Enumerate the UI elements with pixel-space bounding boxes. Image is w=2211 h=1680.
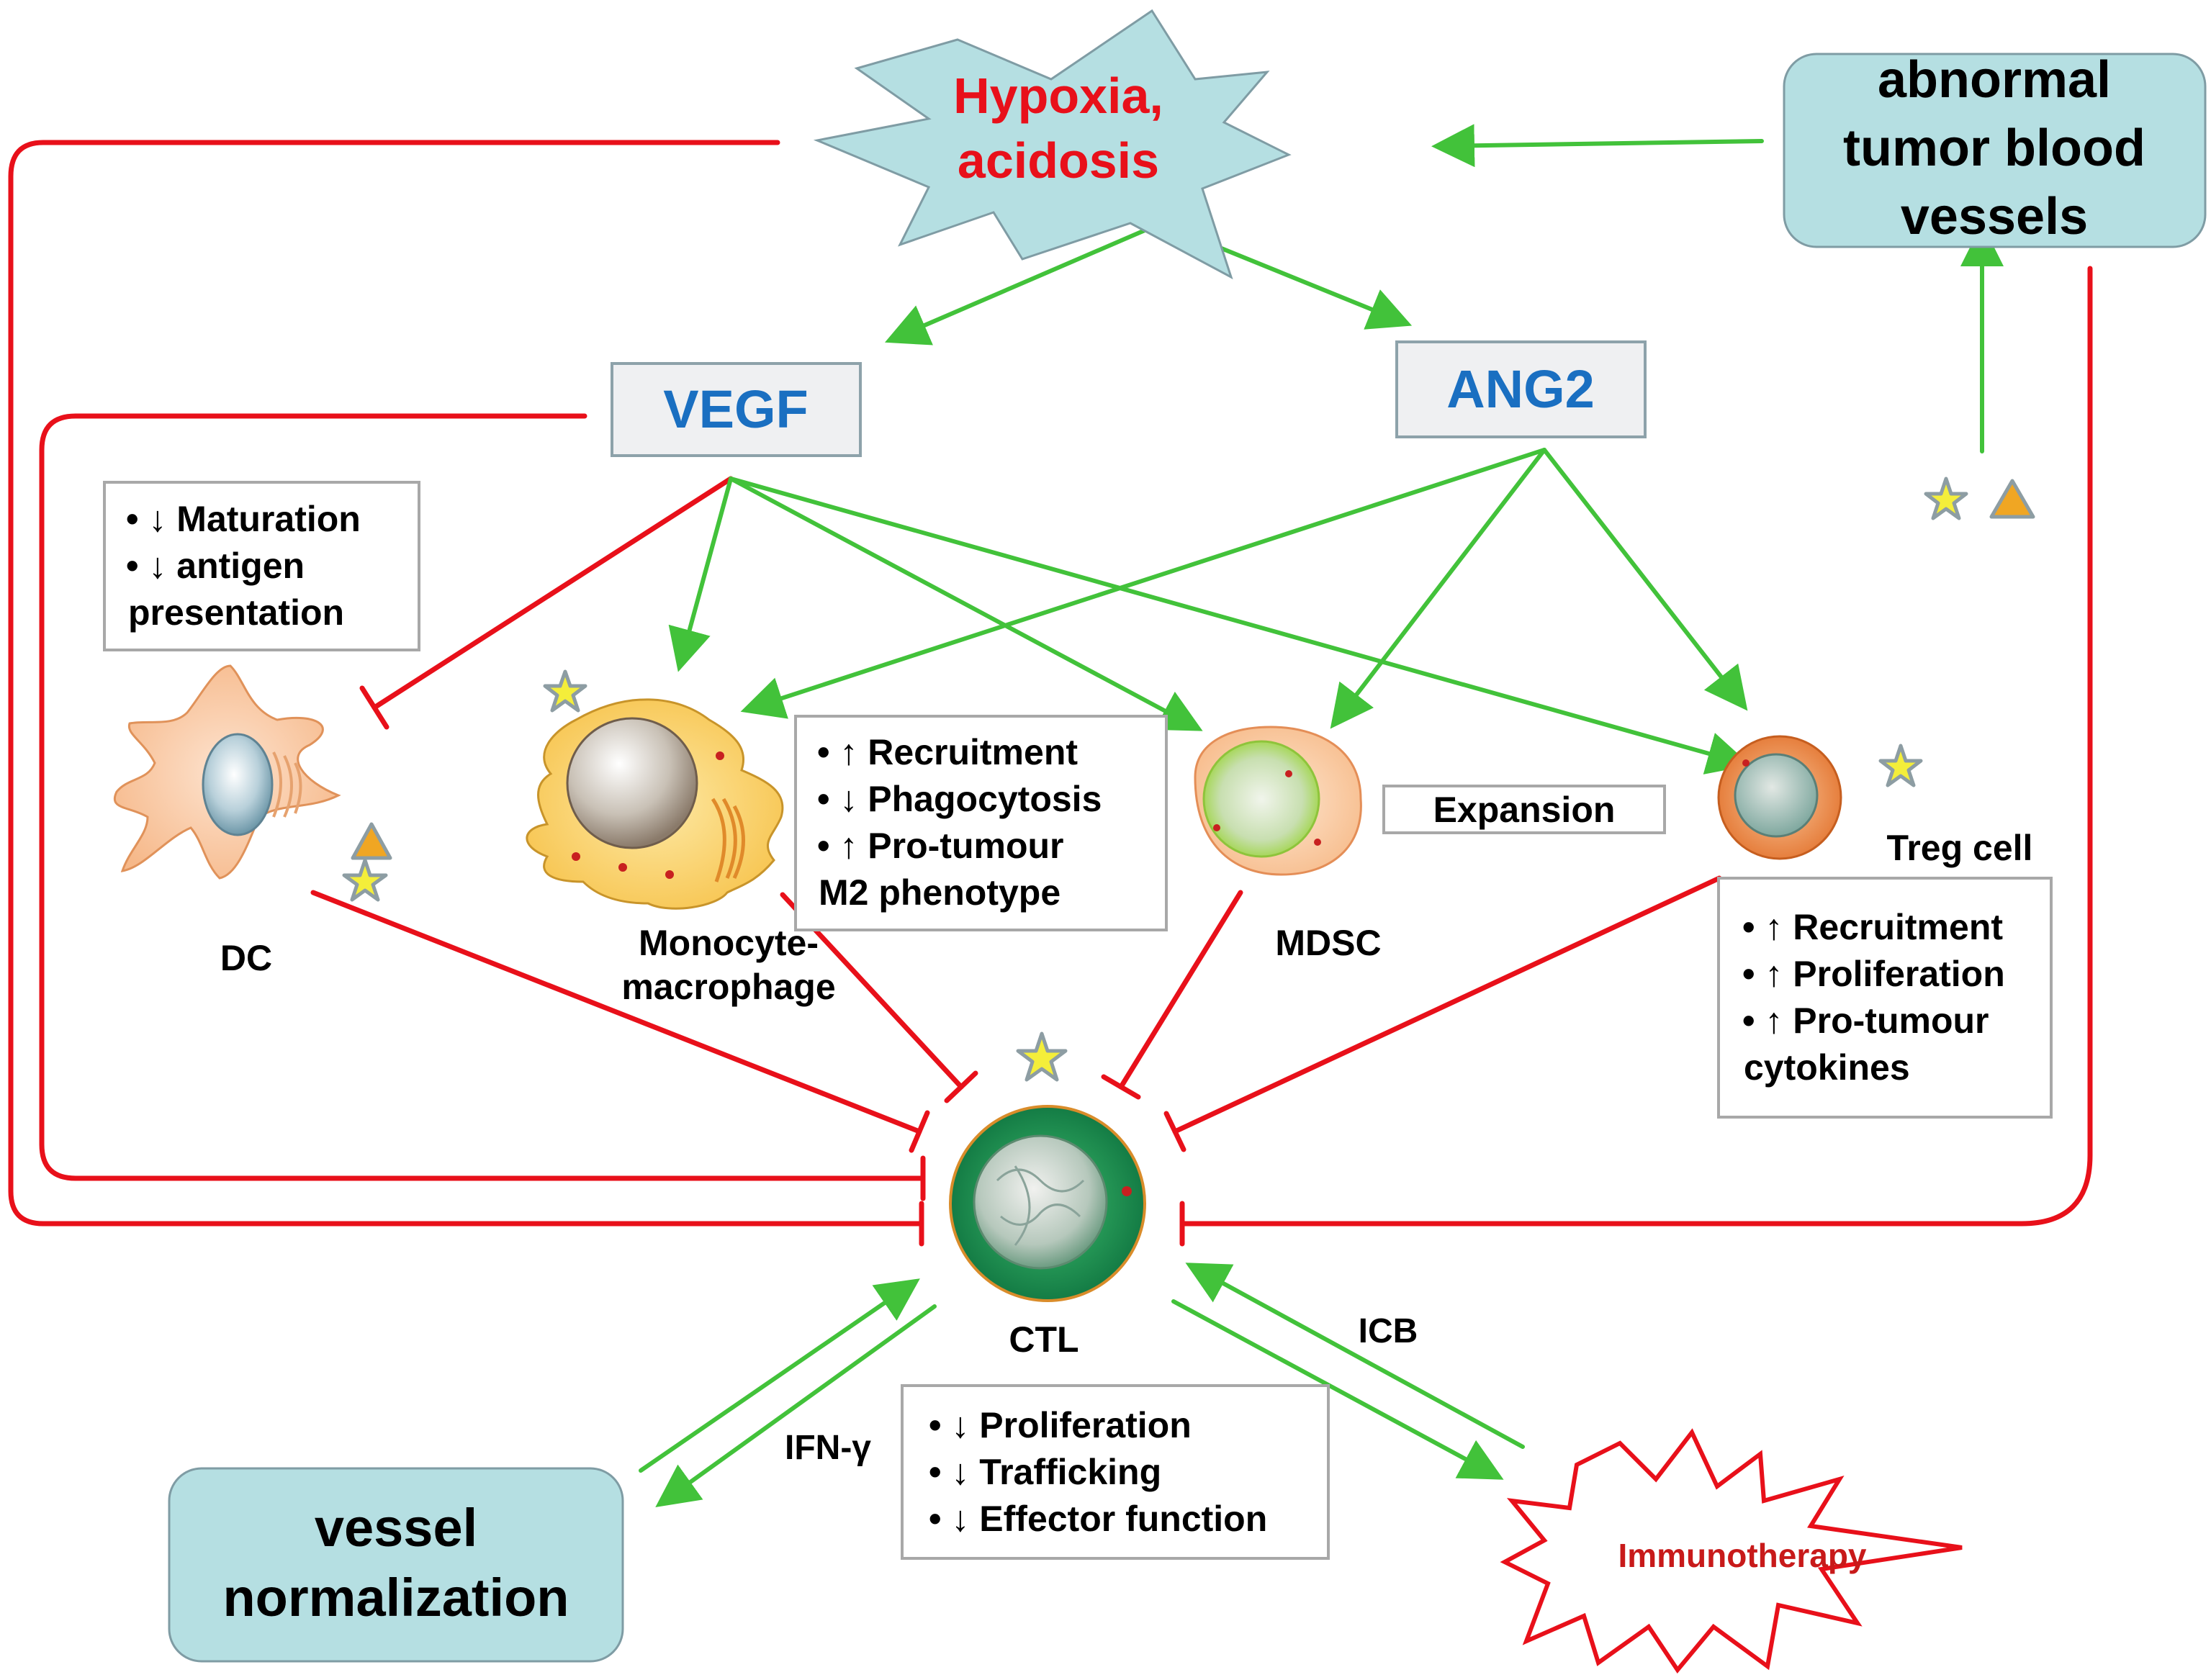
treg-effect-2: • ↑ Proliferation xyxy=(1742,954,2005,994)
ctl-nucleus xyxy=(973,1134,1108,1270)
arrow-immuno-ctl xyxy=(1185,1263,1525,1449)
arrow-ang2-mdsc xyxy=(1330,448,1546,729)
star-icon-dc xyxy=(342,858,388,902)
inhibit-mdsc-ctl-bar xyxy=(1101,1074,1141,1100)
inhibit-vegf-ctl xyxy=(39,413,926,1181)
abnormal-line1: abnormal xyxy=(1878,51,2111,109)
arrow-vegf-mdsc xyxy=(729,477,1203,731)
mono-effect-4: M2 phenotype xyxy=(819,872,1061,913)
vessel-line1: vessel xyxy=(315,1498,477,1558)
vessel-normalization-box xyxy=(168,1467,624,1663)
mdsc-effect: Expansion xyxy=(1433,790,1616,830)
monocyte-label-2: macrophage xyxy=(621,967,835,1007)
arrow-vessel-ctl xyxy=(639,1278,920,1473)
dc-organelle xyxy=(272,751,302,818)
monocyte-organelle xyxy=(711,798,745,882)
immunotherapy-starburst-shape xyxy=(1500,1428,1963,1674)
arrow-vegf-mono xyxy=(668,477,733,672)
dc-effect-2: • ↓ antigen xyxy=(126,546,305,586)
inhibit-mdsc-ctl xyxy=(1118,890,1243,1090)
treg-label: Treg cell xyxy=(1887,828,2033,868)
abnormal-line3: vessels xyxy=(1901,188,2088,245)
dc-effects-box: • ↓ Maturation • ↓ antigen presentation xyxy=(103,481,420,651)
treg-effect-4: cytokines xyxy=(1744,1047,1910,1088)
star-icon-treg xyxy=(1878,744,1923,787)
vegf-box xyxy=(611,362,862,457)
ang2-label: ANG2 xyxy=(1446,359,1595,419)
ctl-effects-box: • ↓ Proliferation • ↓ Trafficking • ↓ Ef… xyxy=(901,1384,1330,1560)
treg-nucleus xyxy=(1734,753,1819,838)
dc-label: DC xyxy=(220,938,272,978)
arrow-ctl-vessel xyxy=(655,1304,937,1508)
mdsc-effect-box: Expansion xyxy=(1382,785,1666,834)
inhibit-hypoxia-ctl xyxy=(8,140,924,1227)
vessel-line2: normalization xyxy=(222,1568,569,1627)
hypoxia-starburst-shape xyxy=(813,9,1292,280)
treg-effect-3: • ↑ Pro-tumour xyxy=(1742,1001,1989,1041)
activation-arrows xyxy=(639,124,2004,1508)
immunotherapy-node: Immunotherapy xyxy=(1500,1428,1963,1674)
dc-effect-3: presentation xyxy=(128,592,344,633)
mono-effect-1: • ↑ Recruitment xyxy=(817,732,1078,772)
dc-cell: DC xyxy=(113,664,341,978)
inhibit-treg-ctl xyxy=(1172,875,1722,1134)
triangle-icon-dc xyxy=(351,822,392,860)
arrow-ctl-immuno xyxy=(1171,1299,1504,1480)
abnormal-line2: tumor blood xyxy=(1843,119,2145,177)
ctl-effect-1: • ↓ Proliferation xyxy=(929,1405,1192,1445)
mdsc-label: MDSC xyxy=(1275,923,1381,963)
inhibit-dc-ctl-bar xyxy=(909,1110,930,1153)
inhibit-vegf-dc xyxy=(371,476,734,710)
ang2-box xyxy=(1395,340,1647,438)
triangle-icon-abnormal xyxy=(1989,479,2035,519)
arrow-hypoxia-vegf xyxy=(884,228,1147,346)
star-icon-abnormal xyxy=(1924,477,1968,520)
immunotherapy-label: Immunotherapy xyxy=(1618,1537,1866,1574)
vessel-normalization-node: vessel normalization xyxy=(168,1467,624,1663)
abnormal-vessels-node: abnormal tumor blood vessels xyxy=(1783,51,2207,248)
vegf-node: VEGF xyxy=(611,362,862,457)
arrow-ang2-mono xyxy=(740,448,1546,719)
ctl-effect-3: • ↓ Effector function xyxy=(929,1499,1267,1539)
monocyte-nucleus xyxy=(566,717,698,849)
arrow-vegf-treg xyxy=(729,477,1751,774)
hypoxia-line2: acidosis xyxy=(958,132,1159,189)
mono-effect-3: • ↑ Pro-tumour xyxy=(817,826,1063,866)
ctl-cell: CTL xyxy=(949,1105,1146,1360)
abnormal-vessels-box xyxy=(1783,53,2207,248)
dc-effect-1: • ↓ Maturation xyxy=(126,499,361,539)
monocyte-cell: Monocyte- macrophage xyxy=(526,698,836,1007)
ifn-gamma-label: IFN-γ xyxy=(785,1429,871,1467)
mdsc-cell: MDSC xyxy=(1194,726,1382,963)
inhibit-mono-ctl-bar xyxy=(944,1070,978,1103)
markers xyxy=(342,477,2035,1082)
ang2-node: ANG2 xyxy=(1395,340,1647,438)
ctl-label: CTL xyxy=(1009,1319,1079,1360)
icb-label: ICB xyxy=(1359,1312,1418,1350)
mono-effects-box: • ↑ Recruitment • ↓ Phagocytosis • ↑ Pro… xyxy=(794,715,1168,931)
hypoxia-node: Hypoxia, acidosis xyxy=(813,9,1292,280)
arrow-abnormal-hypoxia xyxy=(1431,124,1764,168)
mono-effect-2: • ↓ Phagocytosis xyxy=(817,779,1102,819)
treg-cell: Treg cell xyxy=(1717,735,2033,868)
star-icon-ctl xyxy=(1016,1031,1068,1082)
arrow-ang2-treg xyxy=(1542,448,1748,711)
star-icon-mono xyxy=(543,669,587,713)
inhibit-dc-ctl xyxy=(310,890,922,1134)
vegf-label: VEGF xyxy=(663,379,808,439)
hypoxia-line1: Hypoxia, xyxy=(953,68,1163,124)
mdsc-nucleus xyxy=(1202,740,1320,858)
ctl-effect-2: • ↓ Trafficking xyxy=(929,1452,1161,1492)
inhibit-treg-ctl-bar xyxy=(1163,1111,1186,1152)
treg-effects-box: • ↑ Recruitment • ↑ Proliferation • ↑ Pr… xyxy=(1717,877,2053,1119)
monocyte-label-1: Monocyte- xyxy=(639,923,819,963)
treg-effect-1: • ↑ Recruitment xyxy=(1742,907,2003,947)
dc-nucleus xyxy=(202,733,274,836)
inhibit-abnormal-ctl xyxy=(1179,266,2093,1227)
inhibit-vegf-dc-bar xyxy=(359,685,389,730)
